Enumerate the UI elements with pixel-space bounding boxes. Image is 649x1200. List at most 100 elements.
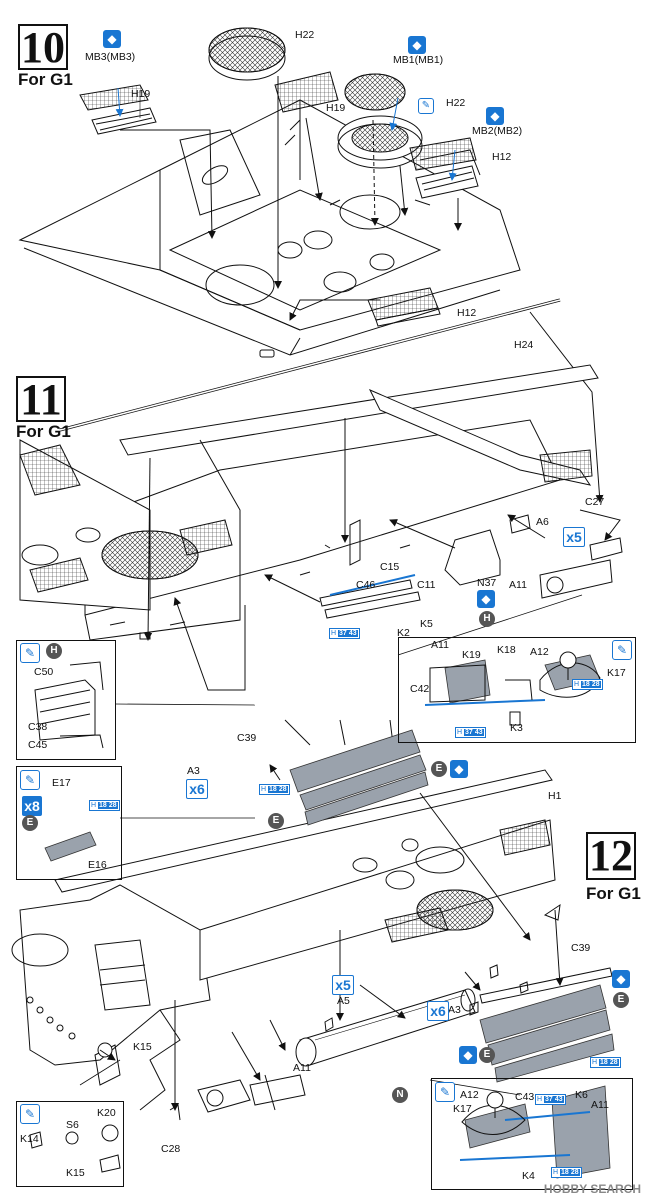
part-label: C28	[161, 1143, 181, 1155]
blue-rods	[329, 574, 591, 1161]
glue-icon: ◆	[408, 36, 426, 54]
part-label: H1	[548, 790, 562, 802]
part-label: A11	[431, 639, 449, 651]
step10-hull-deck	[18, 99, 521, 358]
part-label: A11	[509, 579, 527, 591]
part-label: C42	[410, 683, 430, 695]
step-variant-12: For G1	[586, 884, 641, 903]
part-label: K2	[397, 627, 410, 639]
step11-arrows	[144, 418, 621, 781]
paint-icon: ✎	[20, 1104, 40, 1124]
detail-inset-e16	[16, 766, 122, 880]
quantity-badge: x8	[22, 796, 42, 816]
sprue-letter-e: E	[613, 992, 629, 1008]
step-variant-10: For G1	[18, 70, 73, 89]
paint-icon: ✎	[418, 98, 434, 114]
part-label: K15	[133, 1041, 152, 1053]
part-label: C27	[585, 496, 605, 508]
sprue-letter-e: E	[268, 813, 284, 829]
glue-icon: ◆	[103, 30, 121, 48]
glue-icon: ◆	[459, 1046, 477, 1064]
part-label: E16	[88, 859, 107, 871]
detail-inset-k14	[16, 1101, 124, 1187]
part-label: MB1(MB1)	[393, 54, 444, 66]
paint-icon: ✎	[20, 643, 40, 663]
part-label: N37	[477, 577, 497, 589]
glue-icon: ◆	[486, 107, 504, 125]
detail-inset-c38	[16, 640, 116, 760]
part-label: H22	[446, 97, 466, 109]
step12-arrows	[99, 719, 564, 1111]
quantity-badge: x6	[427, 1001, 449, 1021]
part-label: A6	[536, 516, 549, 528]
part-label: H12	[457, 307, 477, 319]
part-label: C11	[417, 579, 436, 591]
part-label: E17	[52, 777, 71, 789]
part-label: H24	[514, 339, 534, 351]
quantity-badge: x6	[186, 779, 208, 799]
part-label: K17	[453, 1103, 472, 1115]
paint-icon: ✎	[20, 770, 40, 790]
part-label: C46	[356, 579, 376, 591]
sprue-letter-e: E	[479, 1047, 495, 1063]
part-label: H12	[492, 151, 512, 163]
part-label: K4	[522, 1170, 535, 1182]
part-label: K18	[497, 644, 516, 656]
part-label: MB2(MB2)	[472, 125, 523, 137]
part-label: H22	[295, 29, 315, 41]
part-label: A3	[448, 1004, 461, 1016]
step11-hull	[19, 364, 599, 641]
part-label: K19	[462, 649, 481, 661]
sprue-letter-e: E	[22, 815, 38, 831]
part-label: S6	[66, 1119, 79, 1131]
part-label: C39	[237, 732, 257, 744]
part-label: A12	[460, 1089, 479, 1101]
part-label: A11	[293, 1062, 311, 1074]
sprue-letter-h: H	[479, 611, 495, 627]
sprue-letter-e: E	[431, 761, 447, 777]
part-label: K14	[20, 1133, 39, 1145]
part-label: K15	[66, 1167, 85, 1179]
part-label: A5	[337, 995, 350, 1007]
sprue-letter-n: N	[392, 1087, 408, 1103]
watermark: HOBBY SEARCH	[543, 1182, 641, 1196]
quantity-badge: x5	[563, 527, 585, 547]
step-number-11: 11	[16, 376, 66, 422]
inset-details	[29, 651, 601, 1173]
part-label: A11	[591, 1099, 609, 1111]
part-label: C39	[571, 942, 591, 954]
step-variant-11: For G1	[16, 422, 71, 441]
part-label: C38	[28, 721, 48, 733]
step-number-12: 12	[586, 832, 636, 880]
part-label: K5	[420, 618, 433, 630]
part-label: C50	[34, 666, 54, 678]
part-label: H19	[131, 88, 151, 100]
part-label: C15	[380, 561, 400, 573]
part-label: K20	[97, 1107, 116, 1119]
step10-arrows	[120, 76, 462, 321]
step12-hull	[11, 769, 561, 1111]
part-label: K6	[575, 1089, 588, 1101]
step11-small-parts	[299, 514, 623, 619]
detail-inset-fuel-lines	[398, 637, 636, 743]
step-number-10: 10	[18, 24, 68, 70]
part-label: K3	[510, 722, 523, 734]
step10-parts	[79, 27, 479, 327]
part-label: MB3(MB3)	[85, 51, 136, 63]
paint-icon: ✎	[435, 1082, 455, 1102]
glue-icon: ◆	[450, 760, 468, 778]
step10-blue-arrows	[115, 87, 457, 181]
part-label: A12	[530, 646, 549, 658]
glue-icon: ◆	[477, 590, 495, 608]
part-label: C43	[515, 1091, 535, 1103]
quantity-badge: x5	[332, 975, 354, 995]
part-label: A3	[187, 765, 200, 777]
